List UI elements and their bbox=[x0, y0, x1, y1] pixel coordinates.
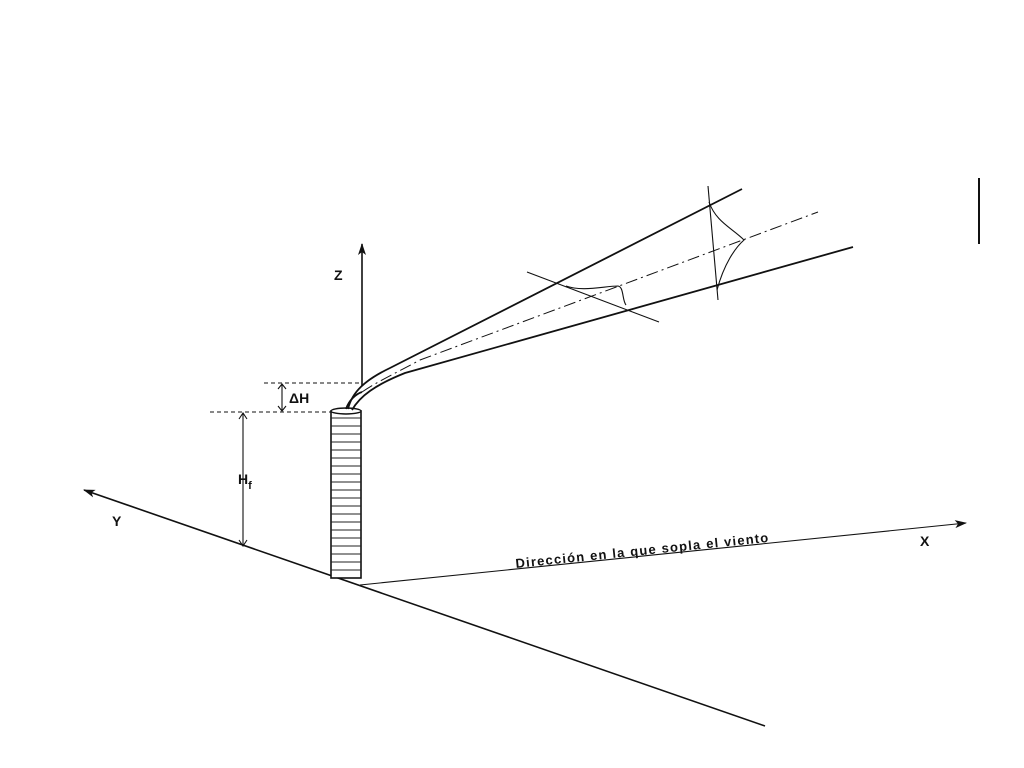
cross-section-1-line bbox=[526, 271, 660, 323]
stack-height-label: Hf bbox=[238, 471, 252, 492]
y-axis-label: Y bbox=[112, 513, 122, 529]
plume-lip bbox=[345, 391, 363, 410]
plume-upper-edge bbox=[347, 188, 743, 410]
wind-direction-label: Dirección en la que sopla el viento bbox=[515, 530, 770, 571]
stack-bands bbox=[331, 417, 361, 571]
plume-centerline bbox=[361, 211, 819, 393]
x-axis-line bbox=[359, 520, 967, 586]
x-axis-label: X bbox=[920, 533, 930, 549]
cross-section-1-profile bbox=[565, 285, 627, 306]
cross-section-2-profile bbox=[708, 201, 745, 291]
stack-height-main: H bbox=[238, 471, 248, 487]
stack-height-sub: f bbox=[248, 480, 252, 492]
z-axis-label: Z bbox=[334, 267, 343, 283]
chimney-stack bbox=[330, 407, 362, 579]
y-axis-line bbox=[83, 489, 766, 727]
delta-h-label: ΔH bbox=[289, 390, 309, 406]
plume-lower-edge bbox=[351, 246, 854, 411]
